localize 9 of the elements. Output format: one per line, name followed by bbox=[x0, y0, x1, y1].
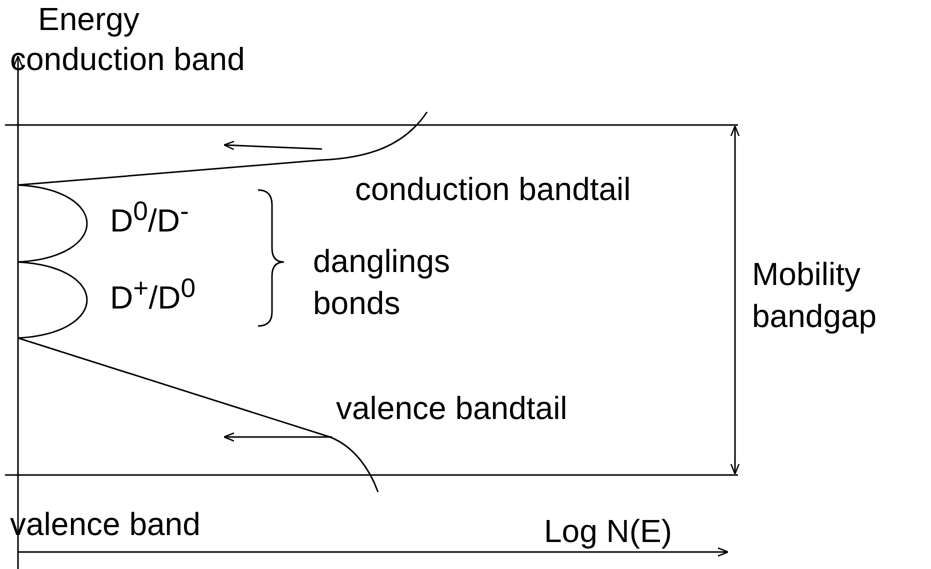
dimension-label: Mobility bandgap bbox=[752, 255, 878, 336]
defect-state-label: D$^{+}$/D$^{0}$ bbox=[110, 272, 196, 318]
axis-title: Log N(E) bbox=[544, 512, 672, 551]
band-label: conduction band bbox=[10, 40, 245, 79]
bandtail-label: valence bandtail bbox=[336, 389, 568, 428]
defect-state-label: D$^{0}$/D$^{-}$ bbox=[110, 195, 189, 241]
annotation-text: danglings bonds bbox=[313, 242, 451, 323]
axis-title: Energy bbox=[38, 0, 140, 39]
bandtail-label: conduction bandtail bbox=[355, 170, 631, 209]
